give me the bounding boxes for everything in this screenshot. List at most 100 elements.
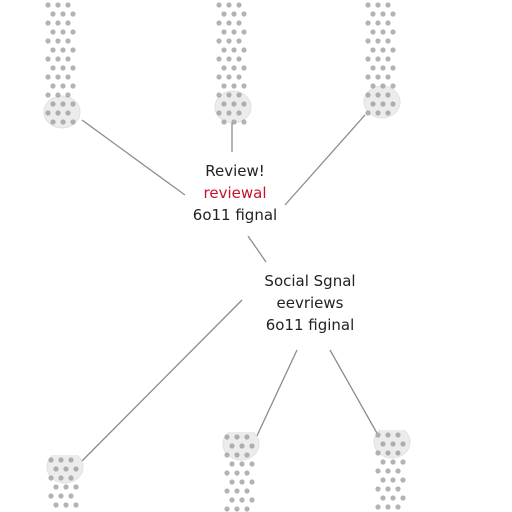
stack-dot bbox=[370, 101, 376, 107]
stack-dot bbox=[390, 65, 396, 71]
stack-dot bbox=[60, 65, 66, 71]
stack-dot bbox=[375, 504, 381, 510]
stack-dot bbox=[390, 441, 396, 447]
stack-dot bbox=[216, 38, 222, 44]
stack-dot bbox=[226, 110, 232, 116]
stack-dot bbox=[65, 92, 71, 98]
stack-dot bbox=[239, 479, 245, 485]
connector-bottom-right bbox=[329, 349, 379, 436]
stack-dot bbox=[385, 468, 391, 474]
dot-stack-bottom-left bbox=[46, 455, 84, 508]
stack-dot bbox=[390, 101, 396, 107]
stack-dot bbox=[45, 38, 51, 44]
top-node-subtitle: reviewal bbox=[203, 184, 267, 202]
dot-stack-top-right bbox=[363, 2, 401, 119]
stack-dot bbox=[380, 47, 386, 53]
stack-dot bbox=[370, 11, 376, 17]
stack-dot bbox=[48, 493, 54, 499]
stack-dot bbox=[390, 459, 396, 465]
stack-dot bbox=[50, 101, 56, 107]
stack-dot bbox=[375, 468, 381, 474]
stack-dot bbox=[236, 38, 242, 44]
stack-dot bbox=[50, 83, 56, 89]
stack-dot bbox=[45, 74, 51, 80]
stack-dot bbox=[45, 56, 51, 62]
connector-top-right bbox=[284, 114, 366, 206]
stack-dot bbox=[224, 434, 230, 440]
stack-dot bbox=[380, 459, 386, 465]
stack-dot bbox=[231, 47, 237, 53]
stack-dot bbox=[395, 432, 401, 438]
stack-dot bbox=[45, 20, 51, 26]
stack-dot bbox=[380, 83, 386, 89]
stack-dot bbox=[68, 493, 74, 499]
stack-dot bbox=[231, 65, 237, 71]
stack-dot bbox=[60, 119, 66, 125]
stack-dot bbox=[221, 119, 227, 125]
stack-dot bbox=[241, 119, 247, 125]
stack-dot bbox=[241, 65, 247, 71]
stack-dot bbox=[375, 74, 381, 80]
stack-dot bbox=[236, 92, 242, 98]
stack-dot bbox=[380, 477, 386, 483]
stack-dot bbox=[400, 477, 406, 483]
connector-bottom-center bbox=[254, 349, 298, 441]
stack-dot bbox=[236, 2, 242, 8]
stack-dot bbox=[70, 47, 76, 53]
stack-dot bbox=[385, 504, 391, 510]
stack-dot bbox=[45, 92, 51, 98]
stack-dot bbox=[241, 29, 247, 35]
stack-dot bbox=[65, 74, 71, 80]
stack-dot bbox=[249, 497, 255, 503]
stack-dot bbox=[239, 461, 245, 467]
stack-dot bbox=[73, 466, 79, 472]
stack-dot bbox=[375, 432, 381, 438]
stack-dot bbox=[395, 450, 401, 456]
stack-dot bbox=[385, 92, 391, 98]
stack-dot bbox=[385, 110, 391, 116]
stack-dot bbox=[55, 2, 61, 8]
stack-dot bbox=[236, 110, 242, 116]
stack-dot bbox=[385, 450, 391, 456]
stack-dot bbox=[50, 119, 56, 125]
stack-dot bbox=[234, 488, 240, 494]
stack-dot bbox=[63, 484, 69, 490]
connector-bottom-left bbox=[77, 299, 243, 466]
connector-middle bbox=[247, 235, 267, 263]
stack-dot bbox=[229, 443, 235, 449]
stack-dot bbox=[236, 20, 242, 26]
stack-dot bbox=[45, 2, 51, 8]
top-node-caption: 6o11 fignal bbox=[192, 206, 278, 224]
stack-dot bbox=[224, 452, 230, 458]
stack-dot bbox=[226, 20, 232, 26]
stack-dot bbox=[58, 475, 64, 481]
stack-dot bbox=[231, 11, 237, 17]
stack-dot bbox=[375, 38, 381, 44]
stack-dot bbox=[55, 56, 61, 62]
stack-dot bbox=[229, 497, 235, 503]
stack-dot bbox=[58, 493, 64, 499]
stack-dot bbox=[400, 495, 406, 501]
top-node-title: Review! bbox=[205, 162, 265, 180]
stack-dot bbox=[370, 47, 376, 53]
stack-dot bbox=[375, 486, 381, 492]
stack-dot bbox=[244, 452, 250, 458]
stack-dot bbox=[60, 47, 66, 53]
stack-dot bbox=[50, 29, 56, 35]
stack-dot bbox=[385, 38, 391, 44]
stack-dot bbox=[226, 2, 232, 8]
middle-node-caption: 6o11 figinal bbox=[265, 316, 355, 334]
stack-dot bbox=[249, 461, 255, 467]
stack-dot bbox=[239, 443, 245, 449]
stack-dot bbox=[236, 56, 242, 62]
dot-stack-bottom-center bbox=[222, 432, 260, 512]
stack-dot bbox=[70, 119, 76, 125]
stack-dot bbox=[216, 74, 222, 80]
stack-dot bbox=[221, 83, 227, 89]
stack-dot bbox=[221, 65, 227, 71]
stack-dot bbox=[375, 20, 381, 26]
stack-dot bbox=[70, 101, 76, 107]
stack-dot bbox=[224, 488, 230, 494]
stack-dot bbox=[395, 504, 401, 510]
stack-dot bbox=[231, 119, 237, 125]
